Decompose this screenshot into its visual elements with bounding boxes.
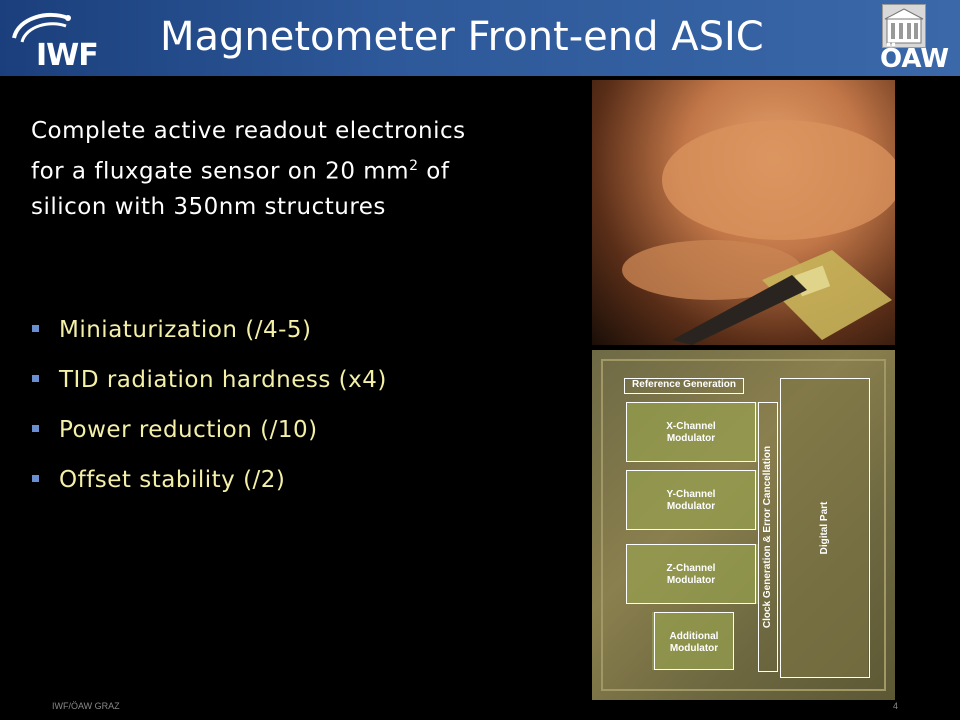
bullet-marker-icon <box>32 425 39 432</box>
intro-line-2: for a fluxgate sensor on 20 mm2 of <box>31 158 450 185</box>
page-number: 4 <box>893 701 899 711</box>
clock-generation-label: Clock Generation & Error Cancellation <box>758 402 778 672</box>
footer-organization: IWF/ÖAW GRAZ <box>52 701 120 711</box>
bullet-item: TID radiation hardness (x4) <box>32 362 387 412</box>
bullet-item: Offset stability (/2) <box>32 462 387 512</box>
intro-text: Complete active readout electronics for … <box>31 114 561 225</box>
oaw-logo-text: ÖAW <box>880 44 950 74</box>
oaw-logo: ÖAW <box>872 4 952 74</box>
header-bar: IWF Magnetometer Front-end ASIC ÖAW <box>0 0 960 76</box>
intro-line-3: silicon with 350nm structures <box>31 193 386 220</box>
slide-title: Magnetometer Front-end ASIC <box>160 14 764 60</box>
building-icon <box>882 4 926 48</box>
iwf-swoosh-icon <box>12 12 71 43</box>
bullet-marker-icon <box>32 475 39 482</box>
digital-part-label: Digital Part <box>780 378 870 678</box>
intro-line-1: Complete active readout electronics <box>31 118 466 144</box>
hand-holding-chip-photo <box>592 80 895 345</box>
bullet-item: Power reduction (/10) <box>32 412 387 462</box>
iwf-logo-text: IWF <box>36 38 99 73</box>
reference-generation-label: Reference Generation <box>624 378 744 394</box>
bullet-marker-icon <box>32 375 39 382</box>
bullet-marker-icon <box>32 325 39 332</box>
iwf-logo: IWF <box>8 8 108 73</box>
bullet-item: Miniaturization (/4-5) <box>32 312 387 362</box>
bullet-list: Miniaturization (/4-5) TID radiation har… <box>32 312 387 512</box>
